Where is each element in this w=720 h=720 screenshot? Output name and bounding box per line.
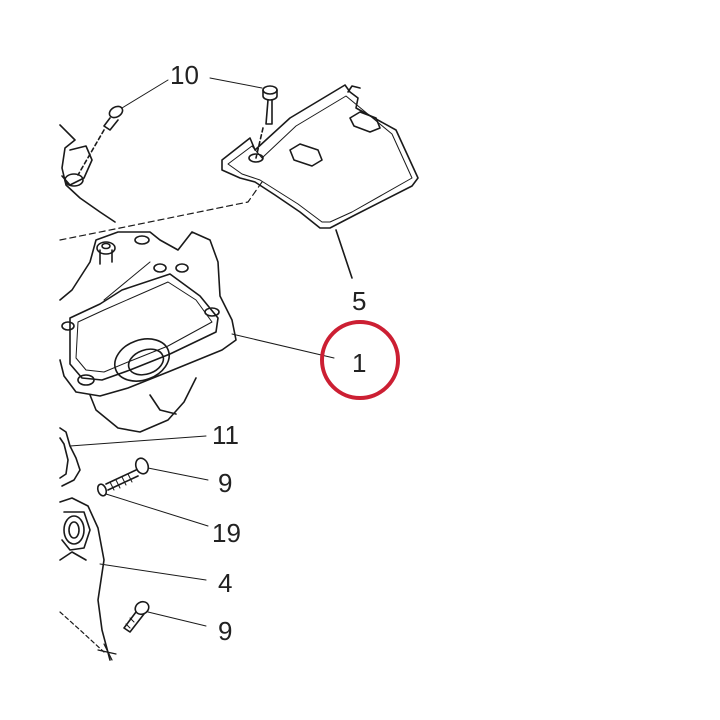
part-5-cover-plate — [222, 85, 418, 278]
callout-11[interactable]: 11 — [212, 420, 239, 450]
part-9-screw-upper — [106, 456, 208, 490]
part-4-lower-housing — [60, 498, 206, 660]
callout-1[interactable]: 1 — [352, 348, 366, 378]
part-1-gasket-frame — [60, 232, 236, 432]
callout-9-lower[interactable]: 9 — [218, 616, 232, 646]
part-10-screw-left — [78, 104, 125, 175]
part-11-gasket — [60, 428, 206, 486]
callout-19[interactable]: 19 — [212, 518, 241, 548]
part-upper-housing — [60, 125, 262, 240]
callout-10[interactable]: 10 — [170, 60, 199, 90]
callout-5[interactable]: 5 — [352, 286, 366, 316]
highlight-circle — [320, 320, 400, 400]
callout-9-upper[interactable]: 9 — [218, 468, 232, 498]
part-10-screw-right — [256, 86, 277, 158]
part-9-screw-lower — [124, 599, 206, 632]
callout-4[interactable]: 4 — [218, 568, 232, 598]
part-19-washer — [96, 483, 208, 526]
